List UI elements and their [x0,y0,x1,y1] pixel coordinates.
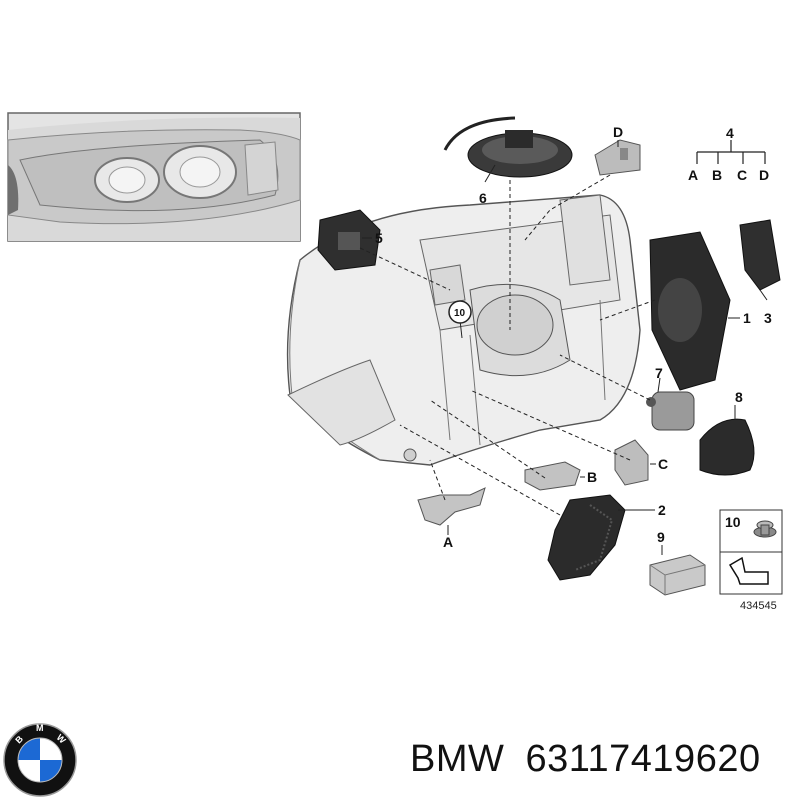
callout-1: 1 [743,310,751,326]
callout-3: 3 [764,310,772,326]
svg-text:M: M [36,723,44,733]
tree-label-c: C [737,167,747,183]
tree-label-a: A [688,167,698,183]
callout-10-circle [448,300,472,324]
part-7-actuator [646,391,695,431]
callout-lines [362,140,768,555]
part-6-cover [443,116,573,178]
brand-part-line: BMW 63117419620 [410,738,761,781]
part-2-seal [547,494,626,581]
callout-d-top: D [613,124,623,140]
callout-9: 9 [657,529,665,545]
legend-box: 10 [719,509,783,595]
diagram-id: 434545 [740,600,777,612]
callout-2: 2 [658,502,666,518]
callout-5: 5 [375,230,383,246]
part-c-bracket [614,439,649,486]
part-9-box [649,554,706,596]
tree-label-d: D [759,167,769,183]
callout-4: 4 [726,125,734,141]
callout-6: 6 [479,190,487,206]
part-5-module [317,209,381,271]
bmw-logo: B M W [3,723,77,797]
callout-10: 10 [454,308,466,319]
callout-7: 7 [655,365,663,381]
part-a-bracket [417,487,486,526]
part-d-bracket [594,139,641,176]
part-4-tree [696,140,766,164]
arrow-icon [728,556,769,585]
brand-name: BMW [410,738,505,780]
callout-c: C [658,456,668,472]
part-b-bracket [524,461,581,491]
callout-b: B [587,469,597,485]
part-8-cap [699,418,755,476]
part-3-sensor [739,219,781,291]
callout-a: A [443,534,453,550]
legend-number: 10 [725,514,741,530]
leader-lines [359,174,656,516]
part-number: 63117419620 [525,738,761,780]
headlight-inset-photo [7,112,301,242]
callout-8: 8 [735,389,743,405]
part-1-control-unit [649,231,731,391]
tree-label-b: B [712,167,722,183]
part-10-grommet [753,520,777,538]
